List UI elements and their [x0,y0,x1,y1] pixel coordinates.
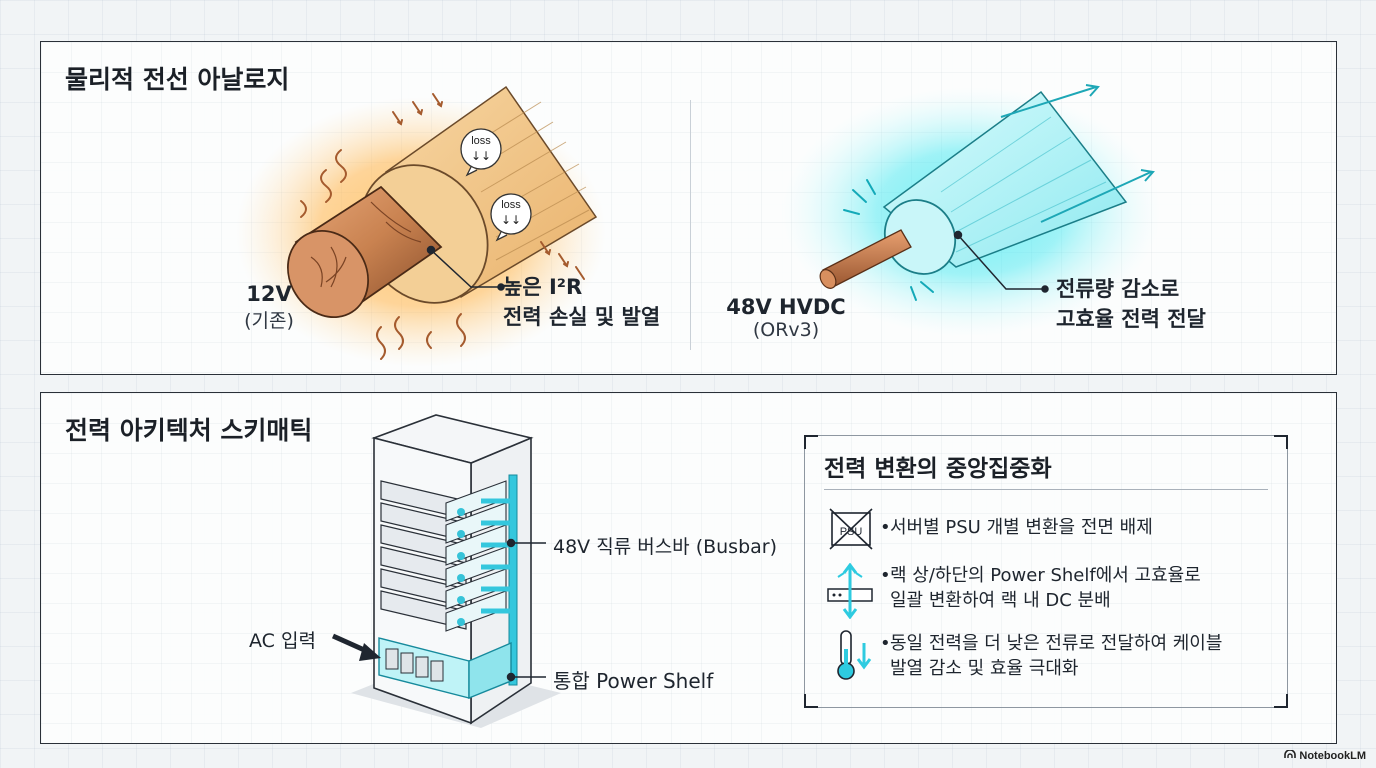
current-flow-arrows [1000,84,1155,223]
loss-callout-label: 높은 I²R 전력 손실 및 발열 [503,275,661,329]
heat-wave [320,169,332,203]
callout-divider [824,489,1268,490]
power-shelf-label: 통합 Power Shelf [553,669,714,693]
bullet-item-1: • 서버별 PSU 개별 변환을 전면 배제 [880,517,1153,538]
architecture-title: 전력 아키텍처 스키매틱 [65,416,313,445]
busbar-label: 48V 직류 버스바 (Busbar) [553,536,778,558]
centralization-callout: 전력 변환의 중앙집중화 PSU • 서버별 PSU 개별 변환을 전면 배제 … [804,435,1288,708]
thermometer-down-icon [837,630,872,680]
power-shelf-arrows-icon [827,563,873,619]
legacy-voltage-label: 12V (기존) [244,282,294,332]
wire-analogy-panel: 물리적 전선 아날로지 [40,41,1337,375]
right-leader-line [953,230,1049,293]
wire-analogy-illustration: loss ↓↓ loss ↓↓ [236,84,1161,367]
busbar [508,474,518,686]
svg-text:↓↓: ↓↓ [501,213,521,227]
psu-crossed-icon: PSU [829,508,873,550]
rack-illustration [331,414,561,728]
svg-text:↓↓: ↓↓ [471,149,491,163]
ac-input-label: AC 입력 [249,630,316,652]
rack-servers [380,480,467,630]
bullet-item-2: • 랙 상/하단의 Power Shelf에서 고효율로 일괄 변환하여 랙 내… [880,565,1201,611]
analogy-divider [690,100,691,350]
callout-title: 전력 변환의 중앙집중화 [824,456,1052,482]
power-architecture-panel: 전력 아키텍처 스키매틱 [40,392,1337,744]
efficiency-callout-label: 전류량 감소로 고효율 전력 전달 [1056,277,1206,331]
left-leader-line [426,245,505,291]
loss-badge-2: loss ↓↓ [490,193,532,242]
notebooklm-logo-icon [1284,749,1297,762]
bullet-item-3: • 동일 전력을 더 낮은 전류로 전달하여 케이블 발열 감소 및 효율 극대… [880,633,1223,679]
svg-text:loss: loss [501,199,521,211]
thick-copper-face [287,229,369,319]
loss-badge-1: loss ↓↓ [460,128,502,177]
svg-text:loss: loss [471,135,491,147]
notebooklm-brand: NotebookLM [1284,749,1366,762]
loss-arrows [392,93,585,280]
wire-analogy-title: 물리적 전선 아날로지 [65,65,290,94]
hvdc-voltage-label: 48V HVDC (ORv3) [726,295,846,341]
